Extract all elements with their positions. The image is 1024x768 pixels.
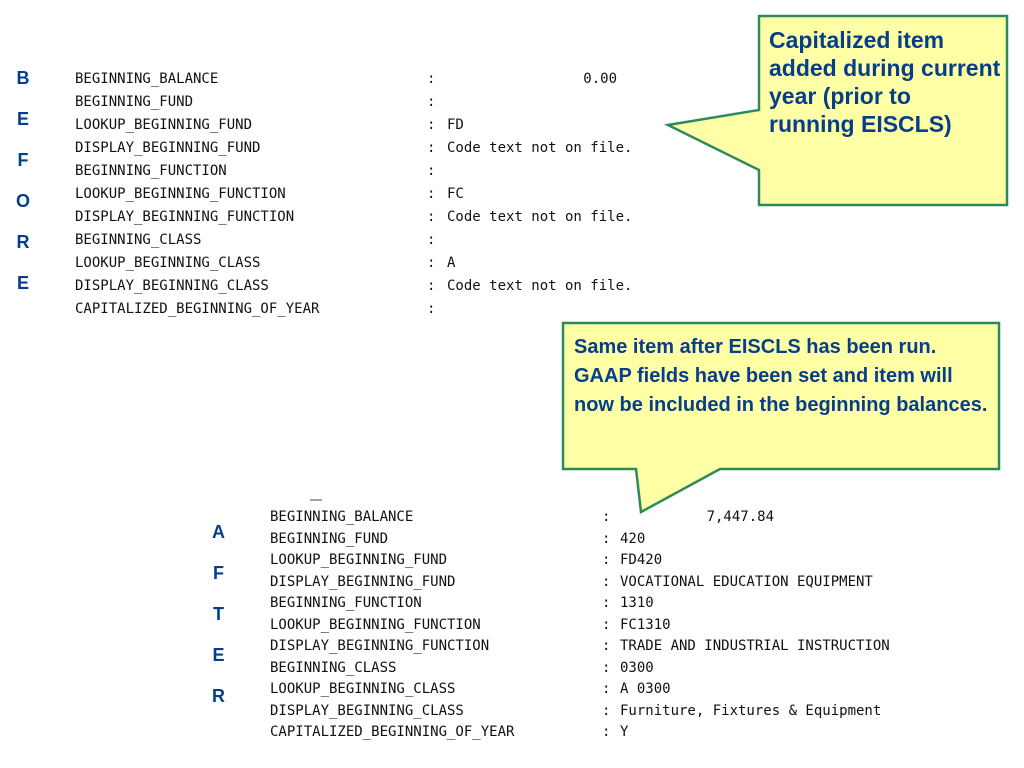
field-value: Code text not on file.	[447, 278, 633, 294]
callout-middle-bubble	[561, 321, 1001, 514]
field-separator: :	[427, 255, 436, 271]
field-value: Code text not on file.	[447, 209, 633, 225]
field-value: 1310	[620, 595, 654, 611]
field-value: Code text not on file.	[447, 140, 633, 156]
field-name: DISPLAY_BEGINNING_CLASS	[75, 278, 269, 294]
field-separator: :	[427, 94, 436, 110]
callout-top-bubble	[663, 14, 1009, 207]
field-separator: :	[602, 509, 611, 525]
field-name: BEGINNING_FUNCTION	[75, 163, 227, 179]
after-letter: E	[212, 645, 225, 665]
field-separator: :	[427, 71, 436, 87]
field-separator: :	[602, 724, 611, 740]
field-name: LOOKUP_BEGINNING_FUNCTION	[75, 186, 286, 202]
field-separator: :	[602, 616, 611, 633]
field-value: 0300	[620, 659, 654, 676]
after-letter: A	[212, 522, 225, 542]
field-value: 7,447.84	[706, 509, 774, 525]
field-name: BEGINNING_FUND	[75, 94, 194, 110]
field-name: LOOKUP_BEGINNING_FUND	[75, 117, 253, 133]
field-name: LOOKUP_BEGINNING_CLASS	[75, 255, 261, 271]
field-name: DISPLAY_BEGINNING_FUNCTION	[75, 209, 295, 225]
callout-middle-text: Same item after EISCLS has been run. GAA…	[574, 336, 988, 416]
after-letter: R	[212, 686, 225, 706]
field-name: BEGINNING_BALANCE	[270, 509, 414, 525]
field-name: LOOKUP_BEGINNING_CLASS	[270, 681, 456, 697]
field-separator: :	[427, 163, 436, 179]
before-letter: E	[17, 109, 30, 129]
field-separator: :	[427, 209, 436, 225]
after-vertical-label: A F T E R	[212, 522, 225, 727]
field-value: Furniture, Fixtures & Equipment	[620, 702, 882, 719]
field-name: DISPLAY_BEGINNING_FUND	[270, 573, 456, 590]
field-name: BEGINNING_FUND	[270, 530, 389, 547]
field-value: A	[447, 255, 456, 271]
field-value: 0.00	[583, 71, 617, 87]
field-separator: :	[427, 117, 436, 133]
field-value: FD420	[620, 552, 663, 568]
after-letter: F	[213, 563, 224, 583]
field-value: 420	[620, 530, 646, 547]
before-vertical-label: B E F O R E	[16, 68, 30, 314]
after-letter: T	[213, 604, 224, 624]
field-value: FC	[447, 186, 464, 202]
field-value: FD	[447, 117, 464, 133]
before-letter: E	[17, 273, 30, 293]
field-name: DISPLAY_BEGINNING_FUNCTION	[270, 638, 490, 654]
field-separator: :	[427, 140, 436, 156]
field-value: FC1310	[620, 616, 671, 633]
field-name: DISPLAY_BEGINNING_CLASS	[270, 702, 464, 719]
field-separator: :	[602, 573, 611, 590]
field-name: BEGINNING_CLASS	[75, 232, 202, 248]
field-value: TRADE AND INDUSTRIAL INSTRUCTION	[620, 638, 890, 654]
field-value: Y	[620, 724, 629, 740]
field-separator: :	[427, 232, 436, 248]
field-separator: :	[427, 186, 436, 202]
field-value: A 0300	[620, 681, 671, 697]
field-separator: :	[602, 595, 611, 611]
field-separator: :	[602, 552, 611, 568]
field-separator: :	[427, 301, 436, 317]
field-value: VOCATIONAL EDUCATION EQUIPMENT	[620, 573, 873, 590]
field-name: BEGINNING_FUNCTION	[270, 595, 422, 611]
field-separator: :	[602, 530, 611, 547]
field-name: BEGINNING_BALANCE	[75, 71, 219, 87]
before-letter: F	[17, 150, 29, 170]
before-letter: O	[16, 191, 31, 211]
field-name: LOOKUP_BEGINNING_FUND	[270, 552, 448, 568]
callout-top-text: Capitalized item added during current ye…	[769, 27, 1001, 137]
field-name: CAPITALIZED_BEGINNING_OF_YEAR	[270, 724, 515, 740]
field-name: CAPITALIZED_BEGINNING_OF_YEAR	[75, 301, 320, 317]
field-name: LOOKUP_BEGINNING_FUNCTION	[270, 616, 481, 633]
field-separator: :	[602, 659, 611, 676]
field-name: DISPLAY_BEGINNING_FUND	[75, 140, 261, 156]
before-letter: B	[16, 68, 30, 88]
field-separator: :	[602, 702, 611, 719]
field-separator: :	[602, 638, 611, 654]
before-letter: R	[16, 232, 30, 252]
field-separator: :	[427, 278, 436, 294]
field-name: BEGINNING_CLASS	[270, 659, 397, 676]
field-separator: :	[602, 681, 611, 697]
